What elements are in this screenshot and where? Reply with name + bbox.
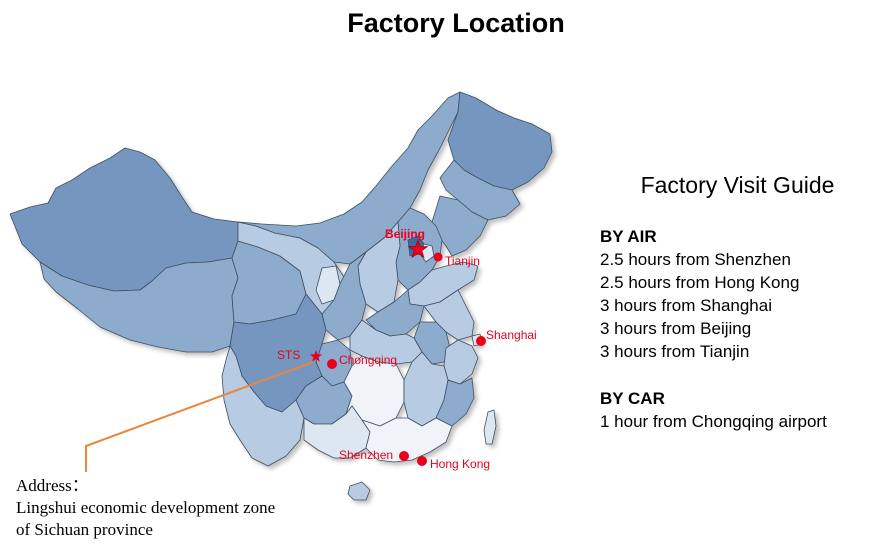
- address-line: of Sichuan province: [16, 520, 153, 539]
- page-title: Factory Location: [347, 8, 565, 38]
- region-inner-mongolia: [237, 91, 461, 265]
- address-leader-line: [85, 361, 314, 472]
- label-sts: STS: [277, 348, 300, 362]
- air-item: 2.5 hours from Hong Kong: [600, 273, 800, 292]
- air-item: 3 hours from Beijing: [600, 319, 752, 338]
- air-item: 2.5 hours from Shenzhen: [600, 250, 791, 269]
- region-hainan: [347, 481, 371, 501]
- address-label: Address：: [16, 476, 89, 495]
- sts-star-icon: [309, 350, 323, 362]
- region-guangdong: [361, 417, 453, 463]
- air-item: 3 hours from Tianjin: [600, 342, 750, 361]
- factory-address: Address： Lingshui economic development z…: [16, 475, 275, 541]
- region-zhejiang: [443, 339, 479, 385]
- region-jilin: [439, 159, 521, 221]
- label-shenzhen: Shenzhen: [339, 448, 393, 462]
- region-taiwan: [483, 409, 497, 445]
- air-heading: BY AIR: [600, 227, 657, 246]
- address-line: Lingshui economic development zone: [16, 498, 276, 517]
- label-beijing: Beijing: [385, 227, 425, 241]
- label-chongqing: Chongqing: [339, 353, 397, 367]
- beijing-star-icon: [407, 239, 429, 259]
- label-hongkong: Hong Kong: [430, 457, 490, 471]
- shanghai-dot-icon: [476, 336, 486, 346]
- chongqing-dot-icon: [327, 359, 337, 369]
- car-item: 1 hour from Chongqing airport: [600, 412, 827, 431]
- tianjin-dot-icon: [433, 252, 443, 262]
- air-item: 3 hours from Shanghai: [600, 296, 772, 315]
- car-heading: BY CAR: [600, 389, 665, 408]
- region-heilongjiang: [447, 91, 553, 191]
- label-tianjin: Tianjin: [445, 254, 480, 268]
- shenzhen-dot-icon: [399, 451, 409, 461]
- label-shanghai: Shanghai: [486, 328, 537, 342]
- visit-guide: Factory Visit Guide BY AIR 2.5 hours fro…: [600, 172, 875, 433]
- guide-title: Factory Visit Guide: [640, 172, 835, 198]
- hongkong-dot-icon: [417, 456, 427, 466]
